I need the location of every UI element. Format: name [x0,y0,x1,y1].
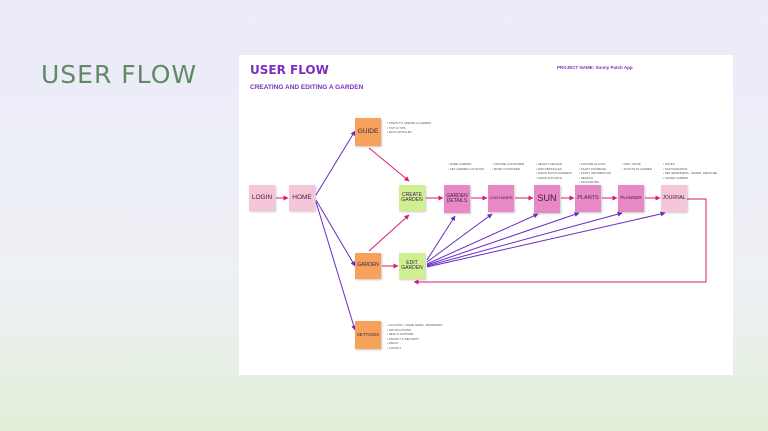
arrow-edit-planner [426,211,623,267]
notes-settings: ACCOUNT - NAME, EMAIL, PASSWORD NOTIFICA… [387,323,443,351]
note-item: FAVOURITES [579,180,611,185]
note-item: SELECT SEASON [536,162,572,167]
flow-connectors [276,130,707,331]
node-garden: GARDEN [355,253,381,279]
project-name: PROJECT NAME: Sunny Patch App [557,65,633,70]
note-item: SHOW SUN PATH [536,176,572,181]
note-item: NAME GARDEN [448,162,484,167]
notes-container: CHOOSE CONTAINER MOVE CONTAINER [492,162,524,171]
note-item: SET GARDEN LOCATION [448,167,484,172]
note-item: TOP 10 TIPS [387,126,431,131]
arrow-journal-edit-loop [413,198,707,285]
node-settings: SETTINGS [355,321,381,349]
note-item: PLANT DATABASE [579,167,611,172]
note-item: STEPS TO CREATE A GARDEN [387,121,431,126]
arrow-edit-details [426,215,456,261]
board-subtitle: CREATING AND EDITING A GARDEN [250,84,364,91]
note-item: SET REMINDERS - WATER, FERTILIZE [663,171,717,176]
arrow-garden-create [368,214,410,252]
note-item: PRIVACY & SECURITY [387,337,442,342]
note-item: SHARE GARDEN [663,176,717,181]
node-login: LOGIN [249,185,275,211]
board-title: USER FLOW [250,63,329,77]
node-planner: PLANNER [618,185,644,212]
notes-sun: SELECT SEASON ADD OBSTACLES SHOW SUN PLA… [536,162,573,181]
slide-title: USER FLOW [41,60,198,89]
notes-guide: STEPS TO CREATE A GARDEN TOP 10 TIPS BLO… [387,121,431,135]
notes-garden-details: NAME GARDEN SET GARDEN LOCATION [448,162,484,171]
arrow-home-settings [315,201,357,331]
notes-plants: CHOOSE PLANTS PLANT DATABASE PLANT INFOR… [579,162,611,185]
node-home: HOME [289,185,315,211]
note-item: NOTIFICATIONS [387,328,442,333]
node-plants: PLANTS [575,185,601,212]
note-item: ACCOUNT - NAME, EMAIL, PASSWORD [387,323,443,328]
note-item: ADD OBSTACLES [536,167,572,172]
flow-board: USER FLOW PROJECT NAME: Sunny Patch App … [239,55,733,375]
notes-journal: NOTES PHOTOGRAPHS SET REMINDERS - WATER,… [663,162,717,180]
note-item: PLANT INFORMATION [579,171,611,176]
node-sun: SUN [534,185,560,213]
note-item: SEARCH [579,176,611,181]
note-item: PHOTOGRAPHS [663,167,717,172]
node-journal: JOURNAL [661,185,687,212]
note-item: NOTES [663,162,717,167]
note-item: MOVE CONTAINER [492,167,524,172]
arrow-home-guide [315,130,356,196]
arrow-edit-sun [426,213,539,265]
arrow-home-garden [315,199,356,267]
node-guide: GUIDE [355,118,381,146]
note-item: HELP & SUPPORT [387,332,442,337]
node-container: CONTAINER [488,185,514,212]
note-item: ADD / MOVE [622,162,652,167]
note-item: SHOW SUN PLACEMENT [536,171,572,176]
note-item: BLOG ARTICLES [387,130,431,135]
arrow-edit-journal [426,211,666,268]
node-create-garden: CREATE GARDEN [399,185,425,211]
arrow-edit-container [426,213,493,263]
notes-planner: ADD / MOVE PLANTS IN GARDEN [622,162,652,171]
note-item: PLANTS IN GARDEN [622,167,652,172]
node-garden-details: GARDEN DETAILS [444,185,470,213]
note-item: CHOOSE PLANTS [579,162,611,167]
arrow-edit-plants [426,212,580,266]
note-item: CHOOSE CONTAINER [492,162,524,167]
arrow-guide-create [368,147,410,182]
node-edit-garden: EDIT GARDEN [399,253,425,279]
note-item: LOGOUT [387,346,442,351]
note-item: ABOUT [387,341,442,346]
